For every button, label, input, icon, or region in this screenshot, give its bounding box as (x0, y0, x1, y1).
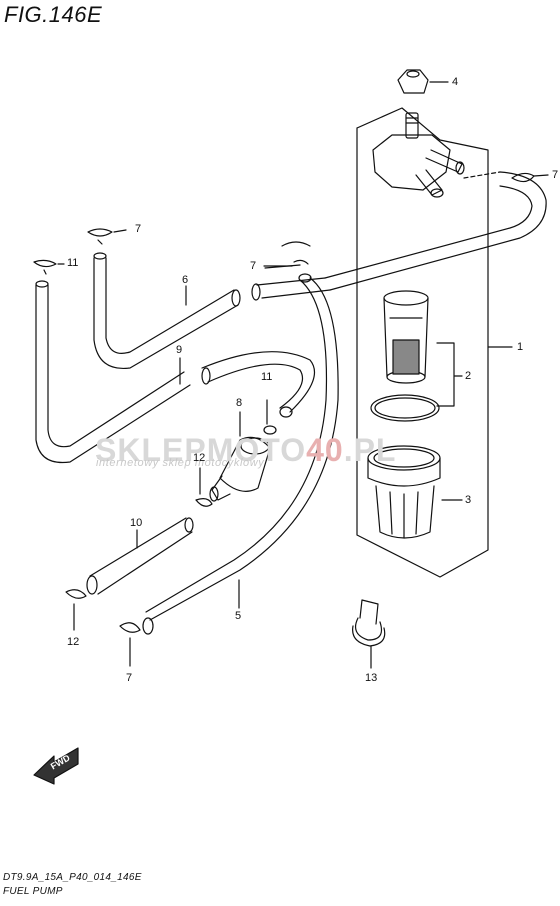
callout-7-top: 7 (135, 223, 142, 235)
figure-title: FIG.146E (4, 2, 103, 27)
callout-11-left: 11 (67, 257, 79, 269)
callout-10: 10 (130, 517, 143, 529)
callout-6: 6 (182, 274, 189, 286)
clamp-part (352, 599, 386, 669)
callout-12-mid: 12 (193, 452, 206, 464)
hose-5-part (142, 273, 339, 635)
callout-3: 3 (465, 494, 472, 506)
fwd-arrow (33, 747, 79, 785)
hose-return-part (251, 171, 547, 301)
watermark-brand-part3: .PL (343, 432, 397, 468)
watermark-brand-part2: 40 (306, 432, 344, 468)
watermark-brand: SKLEPMOTO40.PL (95, 432, 396, 469)
pump-assembly-outline (356, 107, 513, 578)
hose-clips (33, 172, 549, 667)
figure-name: FUEL PUMP (3, 886, 63, 897)
callout-5: 5 (235, 610, 242, 622)
hose-10-part (86, 517, 194, 595)
callout-7-right: 7 (552, 169, 559, 181)
callout-2: 2 (465, 370, 472, 382)
callout-13: 13 (365, 672, 378, 684)
watermark-brand-part1: SKLEPMOTO (95, 432, 307, 468)
hose-9-part (35, 280, 316, 464)
filter-cup-part (367, 445, 463, 539)
callout-4: 4 (452, 76, 459, 88)
callout-1: 1 (517, 341, 524, 353)
callout-8: 8 (236, 397, 243, 409)
callout-11-right: 11 (261, 371, 273, 383)
figure-code: DT9.9A_15A_P40_014_146E (3, 872, 142, 883)
hose-6-part (93, 252, 241, 370)
callout-9: 9 (176, 344, 183, 356)
callout-7-bottom: 7 (126, 672, 133, 684)
callout-12-bottom: 12 (67, 636, 80, 648)
fuel-pump-part (209, 399, 277, 502)
o-ring-part (370, 394, 440, 422)
pump-head-part (372, 112, 501, 198)
watermark-tagline: internetowy sklep motocyklowy (96, 457, 265, 469)
nut-part (397, 69, 449, 94)
callout-7-mid: 7 (250, 260, 257, 272)
filter-element-part (383, 290, 463, 407)
